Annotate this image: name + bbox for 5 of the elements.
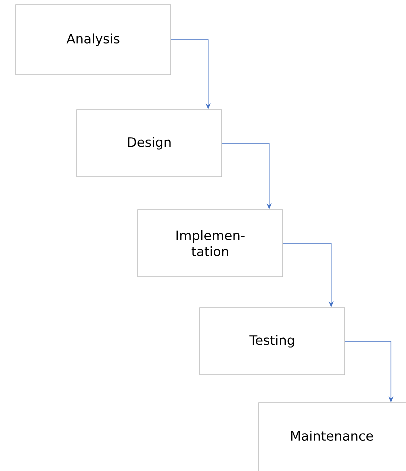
process-box: Analysis — [16, 4, 172, 76]
process-box: Maintenance — [258, 402, 406, 471]
process-box: Testing — [200, 308, 346, 376]
process-box: Implemen-tation — [138, 210, 284, 278]
process-box: Design — [76, 110, 222, 178]
